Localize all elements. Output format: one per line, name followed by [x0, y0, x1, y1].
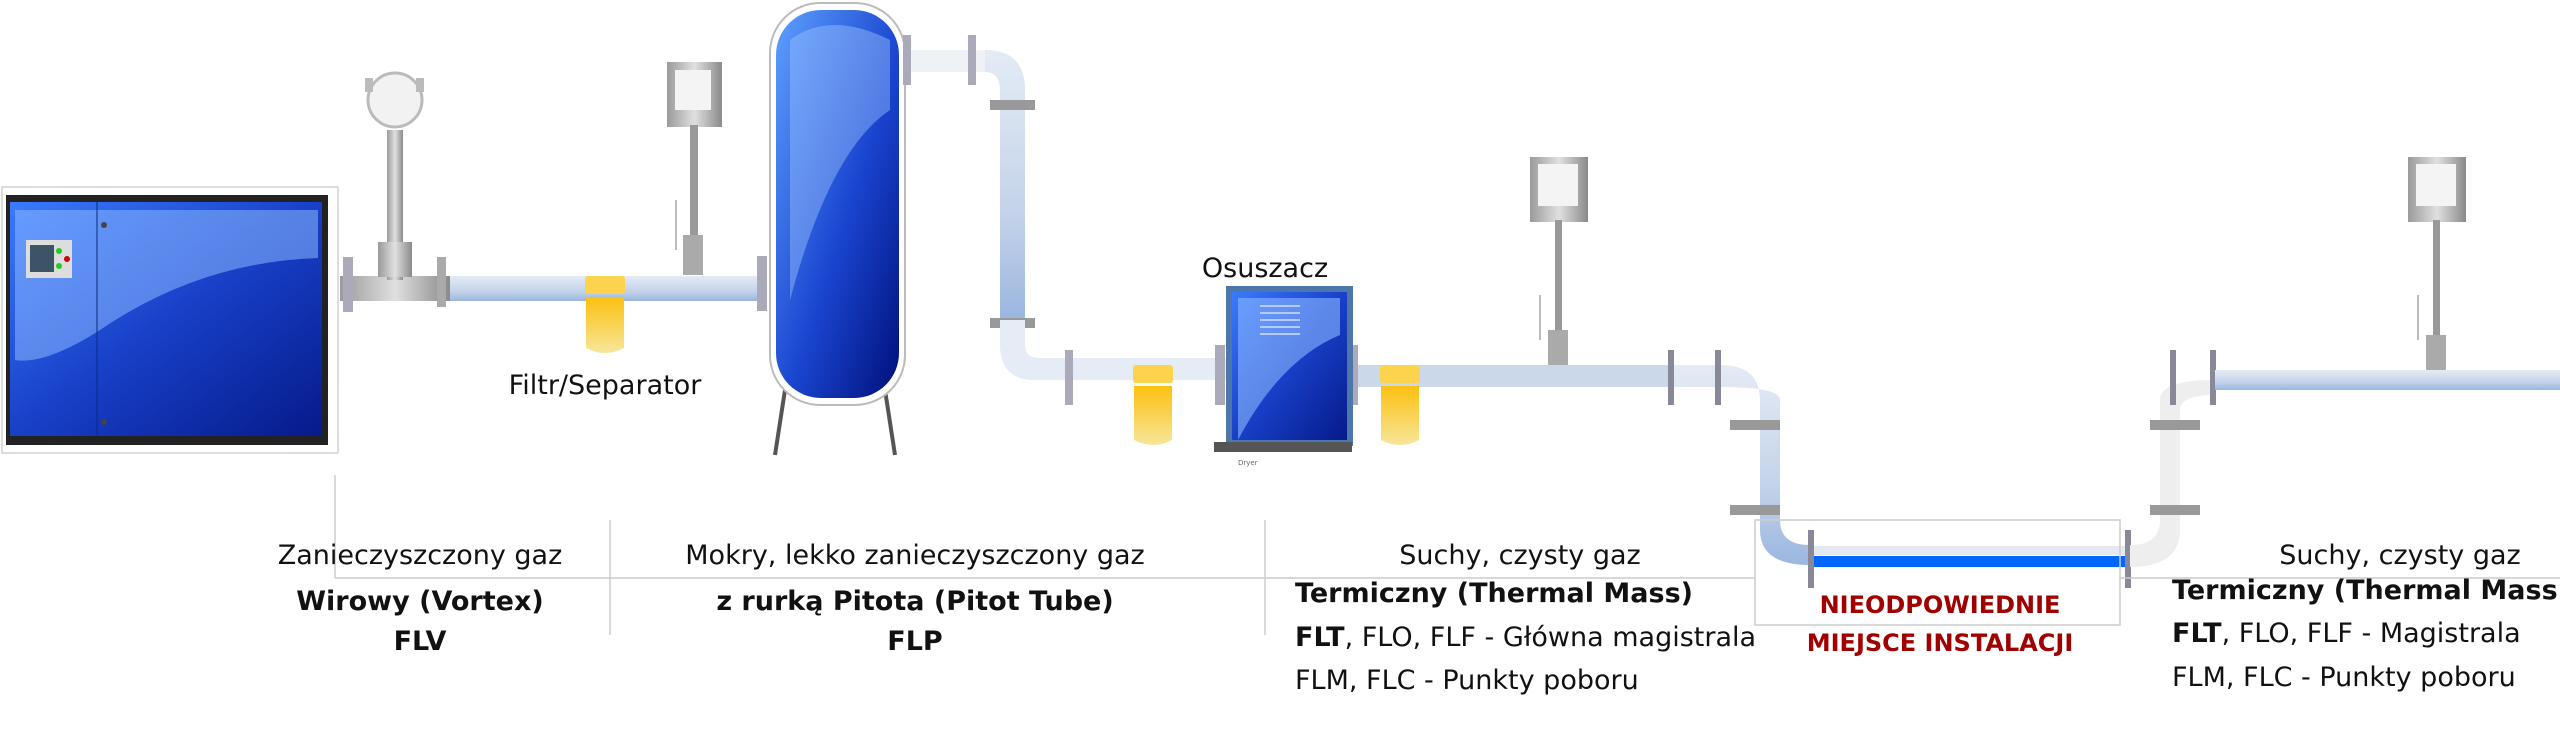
vortex-meter-icon: [365, 71, 424, 280]
model-rest: , FLO, FLF - Główna magistrala: [1344, 622, 1757, 653]
unsuitable-pipe-section: [1812, 556, 2130, 567]
model-bold: FLT: [2172, 618, 2222, 649]
pipe: [903, 35, 1230, 405]
dryer-icon: [1214, 286, 1358, 452]
pipe: [1358, 365, 1673, 387]
warning-text: NIEODPOWIEDNIE: [1819, 591, 2061, 619]
thermal-mass-meter-icon: [1530, 157, 1588, 365]
u-bend-pipe: [1668, 350, 2216, 588]
section-model: FLP: [887, 626, 943, 657]
section-condition: Zanieczyszczony gaz: [277, 540, 563, 571]
model-bold: FLT: [1295, 622, 1345, 653]
filter-label: Filtr/Separator: [508, 370, 702, 401]
air-receiver-tank-icon: [769, 2, 906, 456]
section-models-main: FLT, FLO, FLF - Główna magistrala: [1295, 624, 1756, 651]
thermal-mass-meter-icon: [2408, 157, 2466, 370]
filter-icon: [1380, 365, 1420, 445]
section-meter-type: Termiczny (Thermal Mass): [2172, 575, 2560, 606]
section-condition: Suchy, czysty gaz: [2279, 540, 2521, 571]
table-dividers: [334, 475, 2560, 635]
pitot-meter-icon: [667, 62, 722, 275]
filter-icon: [1133, 365, 1173, 445]
section-meter-type: Wirowy (Vortex): [296, 586, 544, 617]
section-models-main: FLT, FLO, FLF - Magistrala: [2172, 620, 2521, 647]
model-rest: , FLO, FLF - Magistrala: [2221, 618, 2521, 649]
pipe: [2215, 370, 2560, 390]
section-meter-type: z rurką Pitota (Pitot Tube): [716, 586, 1114, 617]
section-models-points: FLM, FLC - Punkty poboru: [2172, 662, 2516, 693]
dryer-label: Osuszacz: [1201, 253, 1329, 284]
section-condition: Suchy, czysty gaz: [1399, 540, 1641, 571]
filter-icon: [585, 276, 625, 353]
warning-text: MIEJSCE INSTALACJI: [1806, 629, 2074, 657]
section-condition: Mokry, lekko zanieczyszczony gaz: [685, 540, 1145, 571]
section-models-points: FLM, FLC - Punkty poboru: [1295, 665, 1639, 696]
compressor-icon: [1, 186, 339, 454]
section-meter-type: Termiczny (Thermal Mass): [1295, 578, 1693, 609]
section-model: FLV: [393, 626, 447, 657]
dryer-small-label: Dryer: [1238, 459, 1258, 467]
